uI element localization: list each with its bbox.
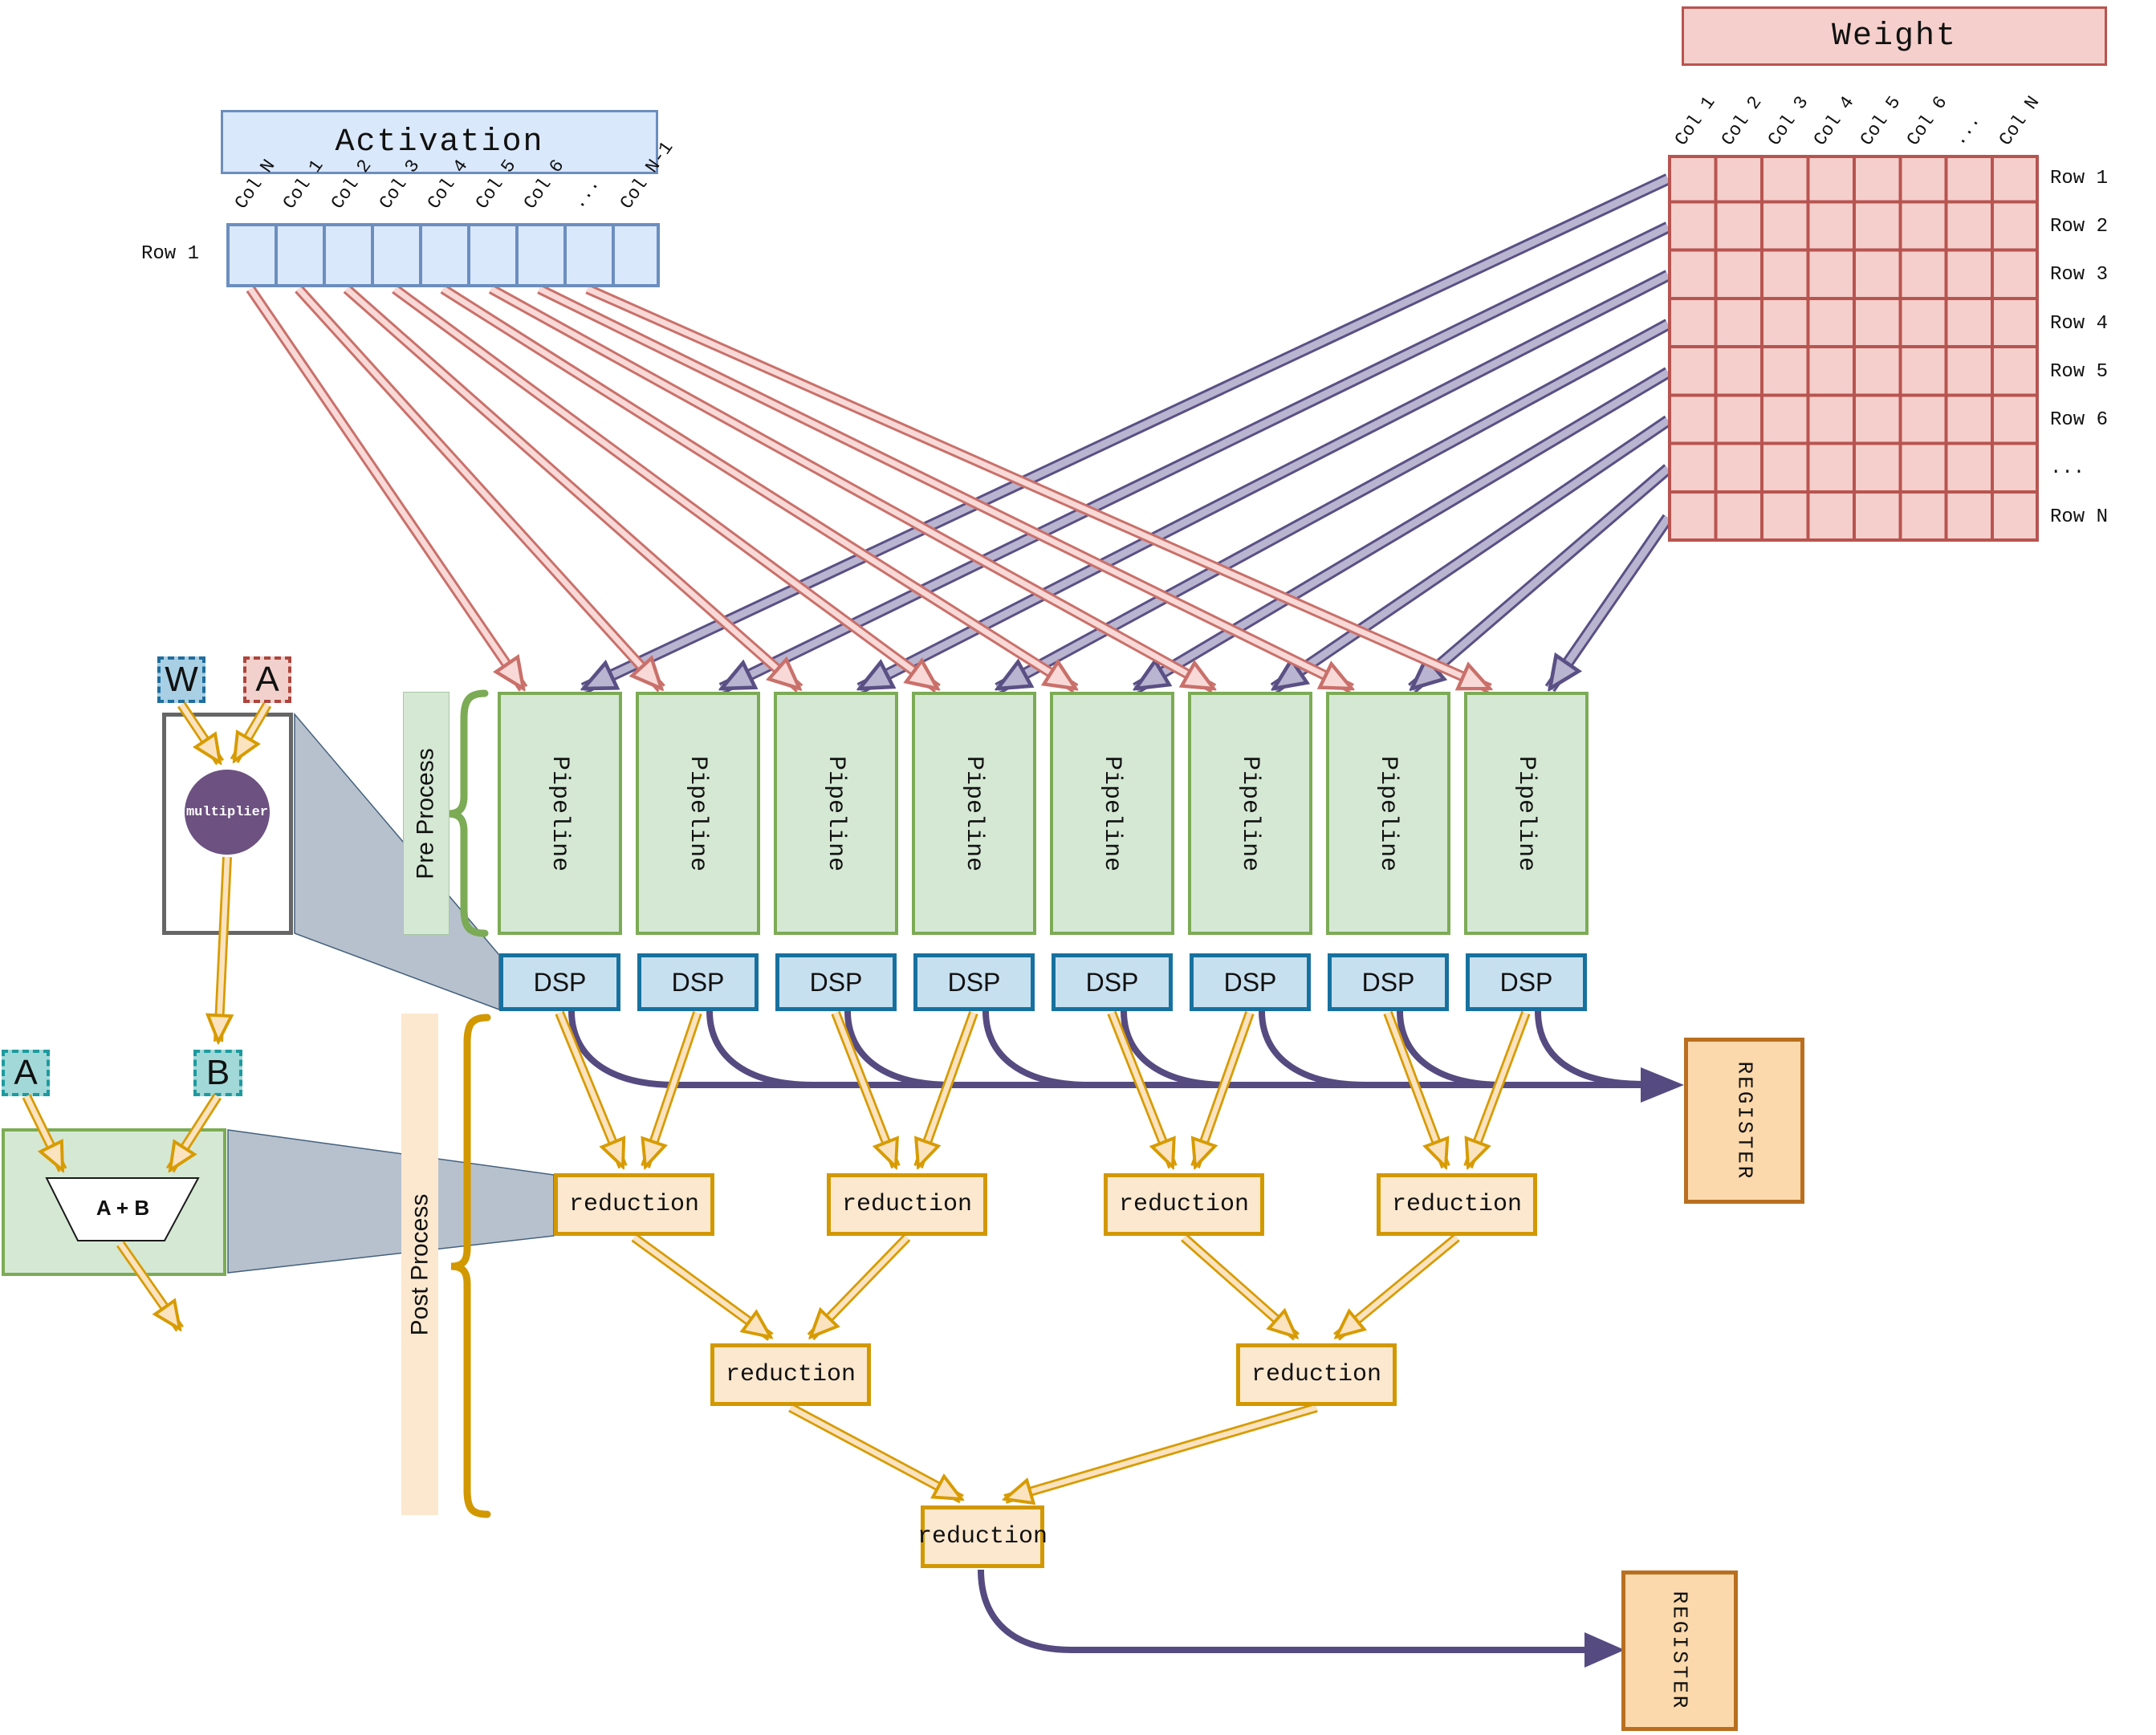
weight-operand-text: W <box>165 660 198 699</box>
multiplier-zoom-cone <box>294 712 500 1011</box>
pipeline-6: Pipeline <box>1188 692 1312 935</box>
dsp-label: DSP <box>1361 967 1415 997</box>
register-label: REGISTER <box>1732 1061 1757 1180</box>
post-process-text: Post Process <box>406 1193 433 1335</box>
post-process-label-box: Post Process <box>401 1014 438 1515</box>
dsp-4: DSP <box>913 953 1035 1011</box>
register-arrowhead <box>1641 1067 1684 1103</box>
pipeline-label: Pipeline <box>1236 755 1264 872</box>
register-top: REGISTER <box>1684 1038 1804 1204</box>
reduction-label: reduction <box>1118 1191 1250 1218</box>
pipeline-label: Pipeline <box>1098 755 1126 872</box>
dsp-1: DSP <box>499 953 620 1011</box>
pipeline-1: Pipeline <box>498 692 622 935</box>
pipeline-label: Pipeline <box>1512 755 1540 872</box>
activation-title-text: Activation <box>335 124 544 160</box>
dsp-8: DSP <box>1466 953 1587 1011</box>
dsp-5: DSP <box>1052 953 1173 1011</box>
activation-row-label: Row 1 <box>140 243 199 265</box>
register-label: REGISTER <box>1667 1591 1692 1711</box>
reduction-l1-2: reduction <box>827 1173 987 1236</box>
reduction-tree-arrows <box>631 1233 1460 1499</box>
activation-row-cells <box>226 223 660 287</box>
reduction-label: reduction <box>725 1361 856 1388</box>
dsp-label: DSP <box>533 967 587 997</box>
reduction-label: reduction <box>1391 1191 1523 1218</box>
pipeline-7: Pipeline <box>1326 692 1450 935</box>
pipeline-label: Pipeline <box>960 755 988 872</box>
pipeline-label: Pipeline <box>822 755 850 872</box>
activation-operand-chip: A <box>243 656 291 703</box>
dsp-to-reduction-arrows <box>555 1010 1531 1167</box>
dsp-6: DSP <box>1190 953 1311 1011</box>
reduction-label: reduction <box>841 1191 973 1218</box>
reduction-l1-1: reduction <box>554 1173 714 1236</box>
weight-grid <box>1668 155 2039 542</box>
dsp-label: DSP <box>809 967 863 997</box>
pipeline-2: Pipeline <box>636 692 760 935</box>
weight-title-text: Weight <box>1831 18 1958 55</box>
dsp-label: DSP <box>1223 967 1277 997</box>
post-process-brace <box>450 1014 491 1518</box>
dsp-3: DSP <box>775 953 897 1011</box>
weight-row-label: Row 5 <box>2050 361 2109 383</box>
pre-process-brace <box>447 689 489 937</box>
dsp-label: DSP <box>671 967 725 997</box>
weight-row-label: ... <box>2050 457 2085 479</box>
pre-process-text: Pre Process <box>413 747 440 880</box>
reduction-l1-3: reduction <box>1104 1173 1264 1236</box>
register-arrowhead <box>1584 1632 1625 1668</box>
reduction-l3-1: reduction <box>917 1505 1047 1568</box>
adder-zoom-cone <box>227 1129 555 1274</box>
weight-operand-chip: W <box>157 656 205 703</box>
weight-row-label: Row 2 <box>2050 216 2109 238</box>
adder-operand-b-text: B <box>205 1053 230 1092</box>
reduction-label: reduction <box>1251 1361 1382 1388</box>
dsp-label: DSP <box>1499 967 1553 997</box>
pipeline-8: Pipeline <box>1464 692 1589 935</box>
weight-title: Weight <box>1682 6 2107 66</box>
adder-operand-a-text: A <box>14 1053 38 1092</box>
weight-row-label: Row 3 <box>2050 264 2109 286</box>
weight-row-label: Row 6 <box>2050 409 2109 431</box>
pipeline-4: Pipeline <box>912 692 1036 935</box>
pipeline-3: Pipeline <box>774 692 898 935</box>
activation-to-pipeline-arrows <box>246 284 1490 693</box>
adder-unit-label: A + B <box>96 1195 150 1220</box>
adder-operand-a-chip: A <box>2 1050 50 1096</box>
pipeline-label: Pipeline <box>546 755 574 872</box>
weight-row-label: Row 1 <box>2050 168 2109 189</box>
pre-process-label-box: Pre Process <box>403 692 450 935</box>
dsp-7: DSP <box>1328 953 1449 1011</box>
reduction-l1-4: reduction <box>1377 1173 1537 1236</box>
dsp-label: DSP <box>1085 967 1139 997</box>
reduction-l2-1: reduction <box>710 1343 871 1406</box>
pipeline-5: Pipeline <box>1050 692 1174 935</box>
reduction-label: reduction <box>917 1523 1048 1550</box>
dsp-2: DSP <box>637 953 759 1011</box>
multiplier-unit: multiplier <box>185 770 270 855</box>
weight-row-label: Row N <box>2050 506 2109 528</box>
dsp-label: DSP <box>947 967 1001 997</box>
reduction-label: reduction <box>568 1191 700 1218</box>
weight-row-label: Row 4 <box>2050 313 2109 335</box>
pipeline-label: Pipeline <box>684 755 712 872</box>
reduction-to-register-wire <box>978 1569 1625 1668</box>
reduction-l2-2: reduction <box>1236 1343 1397 1406</box>
activation-operand-text: A <box>255 660 279 699</box>
dsp-to-register-wires <box>568 1010 1684 1103</box>
pipeline-label: Pipeline <box>1374 755 1402 872</box>
multiplier-text: multiplier <box>185 804 269 820</box>
register-bottom: REGISTER <box>1621 1570 1738 1731</box>
adder-operand-b-chip: B <box>193 1050 242 1096</box>
activation-title: Activation <box>221 110 658 174</box>
